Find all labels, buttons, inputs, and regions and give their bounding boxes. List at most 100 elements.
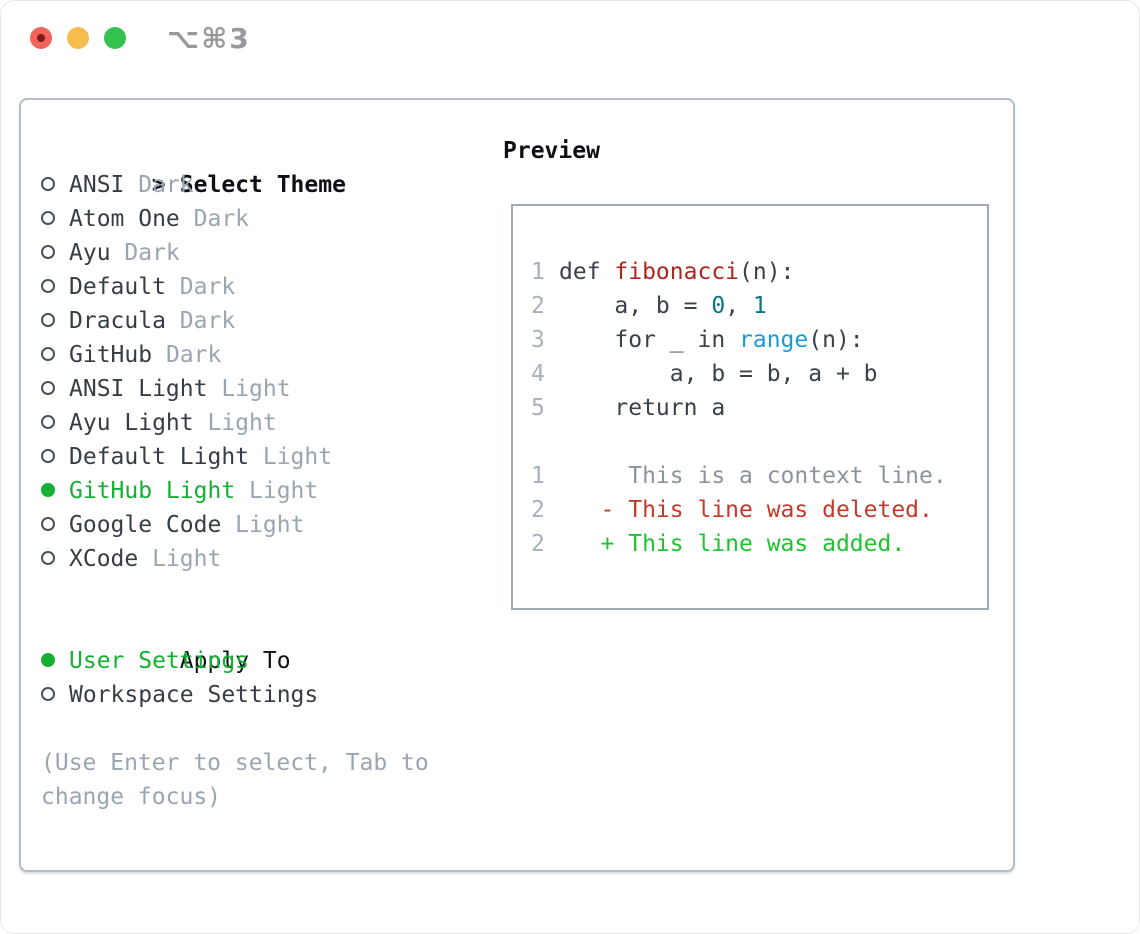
minimize-button[interactable] (67, 27, 89, 49)
prompt-cursor-icon: > (151, 172, 166, 198)
code-line: 3 for _ in range(n): (531, 323, 987, 357)
radio-unselected-icon (41, 177, 55, 191)
radio-unselected-icon (41, 687, 55, 701)
theme-option-atom-one[interactable]: Atom One Dark (41, 202, 429, 236)
radio-unselected-icon (41, 381, 55, 395)
radio-selected-icon (41, 483, 55, 497)
close-button-dot-icon (37, 34, 45, 42)
radio-unselected-icon (41, 211, 55, 225)
code-token-del: - This line was deleted. (559, 497, 933, 523)
code-line: 5 return a (531, 391, 987, 425)
apply-option-workspace-settings[interactable]: Workspace Settings (41, 678, 429, 712)
radio-unselected-icon (41, 347, 55, 361)
theme-option-variant-label: Light (138, 546, 222, 572)
theme-option-label: GitHub (69, 342, 153, 368)
line-number: 2 (531, 497, 545, 523)
code-token-func: fibonacci (614, 259, 740, 285)
theme-option-ayu[interactable]: Ayu Dark (41, 236, 429, 270)
theme-option-label: Dracula (69, 308, 166, 334)
theme-option-label: GitHub Light (69, 478, 236, 504)
code-token-code: a, b = b, a + b (559, 361, 878, 387)
spacer (41, 712, 429, 746)
theme-option-variant-label: Dark (124, 172, 194, 198)
theme-option-default-light[interactable]: Default Light Light (41, 440, 429, 474)
radio-unselected-icon (41, 415, 55, 429)
code-token-ctx: This is a context line. (559, 463, 947, 489)
radio-unselected-icon (41, 279, 55, 293)
theme-option-label: Default (69, 274, 166, 300)
code-token-code: , (725, 293, 753, 319)
theme-option-label: Google Code (69, 512, 222, 538)
theme-option-variant-label: Light (235, 478, 319, 504)
radio-unselected-icon (41, 449, 55, 463)
theme-option-variant-label: Dark (165, 308, 236, 334)
traffic-lights (30, 27, 126, 49)
code-token-num: 1 (752, 293, 767, 319)
line-number: 2 (531, 531, 545, 557)
radio-unselected-icon (41, 313, 55, 327)
theme-option-label: Ayu (69, 240, 111, 266)
theme-option-label: Ayu Light (69, 410, 194, 436)
code-token-builtin: range (739, 327, 809, 353)
code-blank-line (531, 425, 987, 459)
line-number: 5 (531, 395, 545, 421)
theme-option-label: Default Light (69, 444, 250, 470)
theme-option-google-code[interactable]: Google Code Light (41, 508, 429, 542)
theme-option-ansi-light[interactable]: ANSI Light Light (41, 372, 429, 406)
theme-option-ayu-light[interactable]: Ayu Light Light (41, 406, 429, 440)
theme-option-variant-label: Dark (165, 274, 236, 300)
code-token-add: + This line was added. (559, 531, 906, 557)
code-line: 2 a, b = 0, 1 (531, 289, 987, 323)
apply-option-label: Workspace Settings (69, 682, 319, 708)
theme-option-label: XCode (69, 546, 139, 572)
theme-option-default[interactable]: Default Dark (41, 270, 429, 304)
theme-option-label: ANSI Light (69, 376, 208, 402)
code-line: 2 + This line was added. (531, 527, 987, 561)
title-bar: ⌥⌘3 (1, 1, 1139, 76)
theme-option-ansi[interactable]: ANSI Dark (41, 168, 429, 202)
theme-option-github[interactable]: GitHub Dark (41, 338, 429, 372)
theme-option-variant-label: Dark (152, 342, 222, 368)
code-line: 1 This is a context line. (531, 459, 987, 493)
theme-option-variant-label: Light (207, 376, 291, 402)
theme-option-xcode[interactable]: XCode Light (41, 542, 429, 576)
select-theme-header-row: > Select Theme (41, 134, 429, 198)
theme-option-label: ANSI (69, 172, 125, 198)
code-token-code: for _ in (559, 327, 740, 353)
spacer (41, 576, 429, 610)
line-number: 1 (531, 463, 545, 489)
theme-option-dracula[interactable]: Dracula Dark (41, 304, 429, 338)
select-theme-header: Select Theme (179, 172, 346, 198)
theme-option-variant-label: Light (221, 512, 305, 538)
theme-option-variant-label: Dark (179, 206, 250, 232)
code-token-num: 0 (711, 293, 726, 319)
code-token-code: def (559, 259, 615, 285)
apply-to-header-row: Apply To (41, 610, 429, 674)
window-title-shortcut: ⌥⌘3 (167, 22, 251, 55)
help-text-line-1: (Use Enter to select, Tab to (41, 750, 429, 776)
theme-option-variant-label: Light (249, 444, 333, 470)
code-token-code: (n): (739, 259, 795, 285)
line-number: 3 (531, 327, 545, 353)
preview-header: Preview (503, 138, 600, 164)
apply-option-user-settings[interactable]: User Settings (41, 644, 429, 678)
line-number: 4 (531, 361, 545, 387)
code-token-code: (n): (808, 327, 864, 353)
radio-unselected-icon (41, 551, 55, 565)
zoom-button[interactable] (104, 27, 126, 49)
apply-option-label: User Settings (69, 648, 250, 674)
radio-selected-icon (41, 653, 55, 667)
close-button[interactable] (30, 27, 52, 49)
code-token-code: return a (559, 395, 726, 421)
help-text-line-2: change focus) (41, 784, 222, 810)
line-number: 2 (531, 293, 545, 319)
theme-option-github-light[interactable]: GitHub Light Light (41, 474, 429, 508)
theme-option-variant-label: Dark (110, 240, 180, 266)
radio-unselected-icon (41, 517, 55, 531)
line-number: 1 (531, 259, 545, 285)
